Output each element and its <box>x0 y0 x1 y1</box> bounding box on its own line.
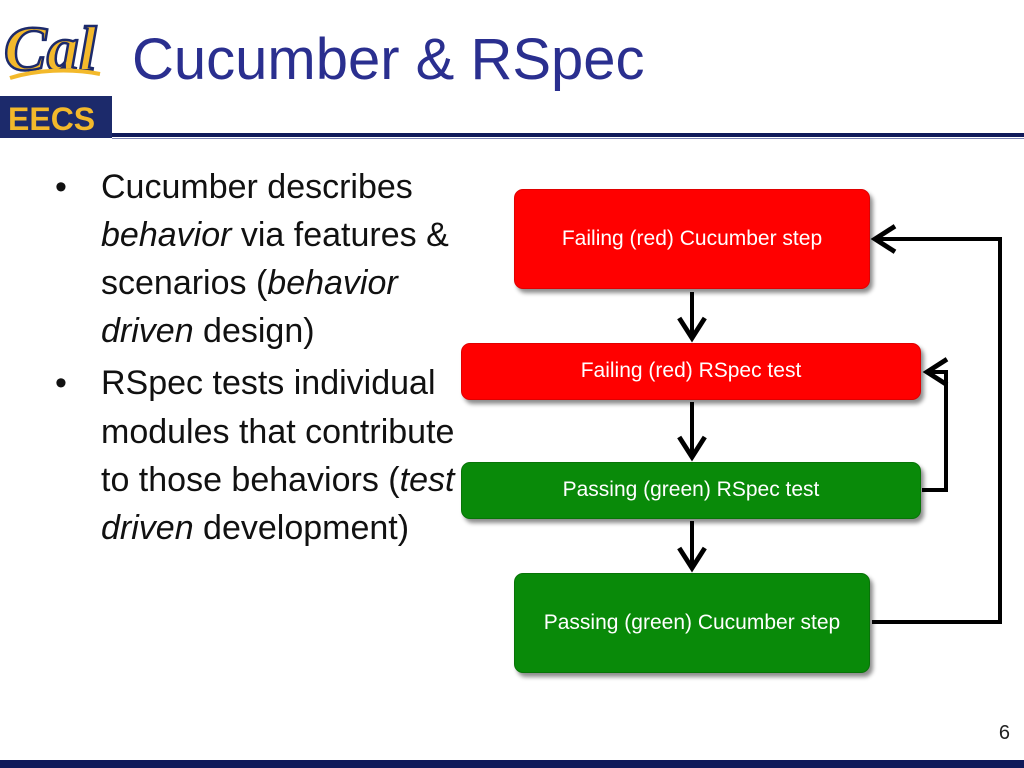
page-number: 6 <box>998 722 1010 744</box>
bullet-text: design) <box>193 312 315 351</box>
box-label: Failing (red) RSpec test <box>580 359 802 383</box>
bullet-text: test driven <box>101 460 455 547</box>
bullet-text: behavior <box>101 216 232 255</box>
bullet-text: via features & scenarios ( <box>101 216 449 303</box>
title-rule <box>112 133 1024 137</box>
box-label: Passing (green) Cucumber step <box>543 610 841 634</box>
cal-eecs-logo: Cal EECS <box>0 0 112 138</box>
bullet-text: behavior driven <box>101 264 398 351</box>
bullet-dot: • <box>55 168 67 206</box>
logo-eecs-text: EECS <box>8 101 95 137</box>
bottom-bar <box>0 760 1024 768</box>
bullet-text: Cucumber describes <box>101 168 413 206</box>
slide-title: Cucumber & RSpec <box>132 27 645 92</box>
bullet-item: • Cucumber describes behavior via feature… <box>55 163 465 355</box>
title-rule-thin <box>112 138 1024 139</box>
bullet-text: RSpec tests individual modules that cont… <box>101 364 455 499</box>
arrow-loop-rspec <box>922 357 949 492</box>
passing-rspec-test-box: Passing (green) RSpec test <box>461 462 921 519</box>
bullet-item: • RSpec tests individual modules that con… <box>55 359 465 551</box>
failing-rspec-test-box: Failing (red) RSpec test <box>461 343 921 400</box>
bullet-text: development) <box>193 508 410 547</box>
box-label: Failing (red) Cucumber step <box>561 226 823 250</box>
passing-cucumber-step-box: Passing (green) Cucumber step <box>514 573 870 673</box>
arrow-loop-cucumber <box>870 224 1002 624</box>
failing-cucumber-step-box: Failing (red) Cucumber step <box>514 189 870 289</box>
bullet-list: • Cucumber describes behavior via feature… <box>55 163 465 556</box>
box-label: Passing (green) RSpec test <box>562 478 820 502</box>
bullet-dot: • <box>55 364 67 403</box>
